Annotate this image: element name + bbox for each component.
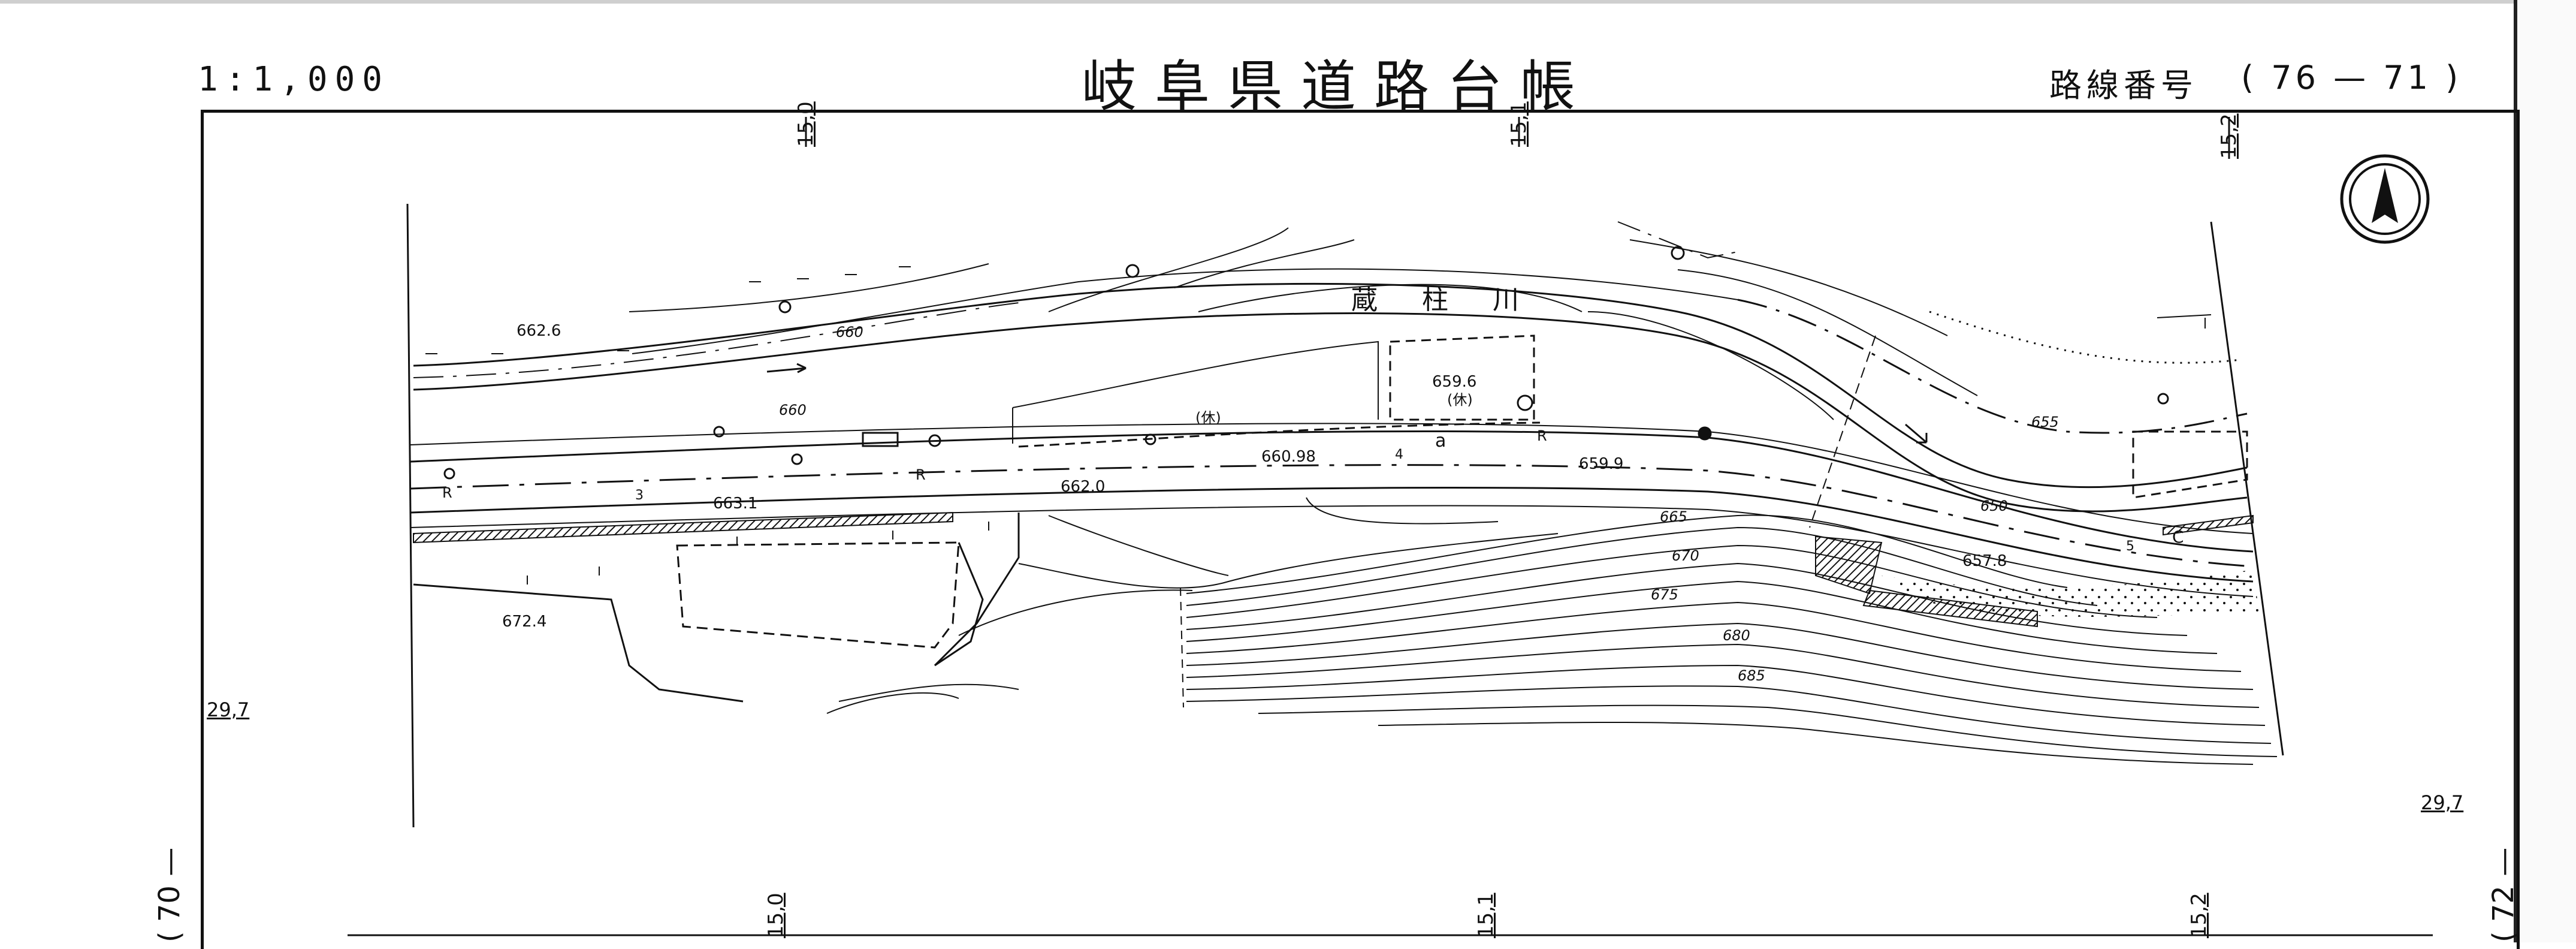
map-frame — [201, 110, 2520, 949]
contour-label: 680 — [1723, 627, 1750, 644]
route-number-label: 路線番号 — [2049, 67, 2198, 104]
map-scale: 1:1,000 — [198, 60, 390, 99]
survey-boundary-right — [2210, 221, 2284, 756]
rest-area-label: (休) — [1195, 409, 1221, 426]
river-banks — [413, 268, 2248, 513]
station-mark: 3 — [635, 488, 644, 503]
page-title: 岐阜県道路台帳 — [1082, 55, 1594, 119]
spot-elevation: 662.6 — [517, 322, 561, 340]
spot-elevation: 659.6 — [1432, 373, 1476, 391]
spot-elevation: 662.0 — [1061, 478, 1105, 496]
offset-marker-left: 29,7 — [207, 698, 250, 721]
road-letter: C — [2172, 527, 2184, 547]
contour-label: 650 — [1980, 498, 2008, 514]
road-centerline — [410, 464, 2254, 568]
river-name: 蔵 柱 川 — [1351, 285, 1537, 315]
scan-right-margin — [2517, 0, 2576, 942]
spot-elevation: 663.1 — [713, 495, 757, 513]
spot-elevation: 672.4 — [502, 613, 546, 631]
contour-label: 685 — [1738, 667, 1765, 684]
north-arrow-icon — [2340, 154, 2430, 244]
contour-label: 660 — [836, 324, 863, 341]
contour-label: 665 — [1660, 508, 1687, 525]
contour-label: 655 — [2031, 414, 2059, 430]
spot-elevation: 657.8 — [1962, 552, 2007, 570]
contour-label: 660 — [779, 402, 807, 418]
r-mark: R — [916, 466, 926, 483]
scan-right-edge-line — [2514, 0, 2517, 942]
roadside-symbols — [443, 246, 2169, 480]
rest-area-label: (休) — [1447, 391, 1473, 408]
road-letter: a — [1435, 430, 1446, 451]
r-mark: R — [442, 484, 452, 501]
r-mark: R — [1537, 427, 1547, 444]
survey-boundary-left — [406, 203, 415, 828]
offset-marker-right: 29,7 — [2421, 791, 2464, 814]
station-mark: 5 — [2126, 539, 2134, 554]
route-number-value: ( 76 — 71 ) — [2241, 59, 2462, 97]
contour-label: 670 — [1672, 547, 1699, 564]
station-mark: 4 — [1395, 447, 1403, 462]
contour-label: 675 — [1651, 586, 1678, 603]
spot-elevation: 659.9 — [1579, 455, 1623, 473]
road-edges — [410, 423, 2254, 597]
guard-rail — [413, 511, 953, 544]
spot-elevation: 660.98 — [1261, 448, 1316, 466]
scan-top-edge — [0, 0, 2576, 4]
